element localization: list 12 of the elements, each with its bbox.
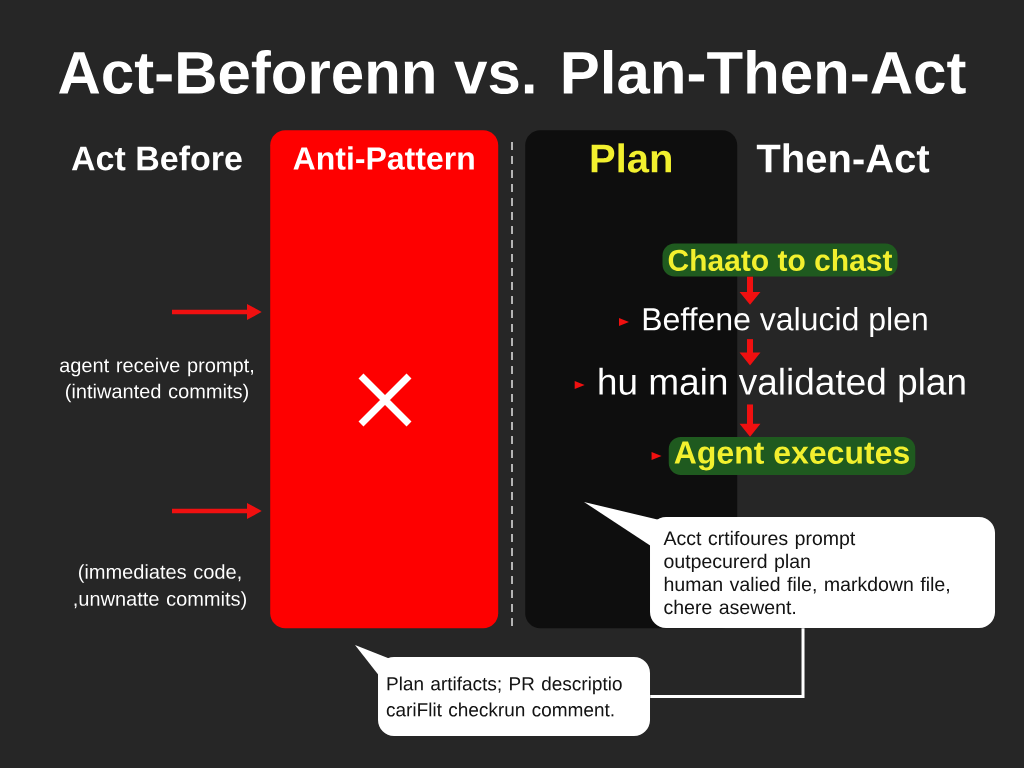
- connector-line: [650, 628, 805, 698]
- speech-bubble: Acct crtifoures prompt outpecurerd plan human valied file, markdown file, chere asewent.: [584, 502, 995, 628]
- column-heading: Then-Act: [756, 143, 930, 173]
- column-panel: Anti-Pattern: [270, 130, 499, 629]
- speech-bubble: Plan artifacts; PR descriptio cariFlit checkrun comment.: [355, 645, 650, 736]
- column-heading: Act Before: [71, 145, 242, 171]
- step-text: Beffene valucid plen: [643, 307, 927, 337]
- step-pill: Chaato to chast: [662, 243, 898, 277]
- step-pill: Agent executes: [668, 437, 916, 475]
- step-text: hu main validated plan: [599, 367, 965, 403]
- side-note: (immediates code, ,unwnatte commits): [74, 564, 246, 610]
- title: Act-Beforenn vs. Plan-Then-Act: [59, 49, 966, 95]
